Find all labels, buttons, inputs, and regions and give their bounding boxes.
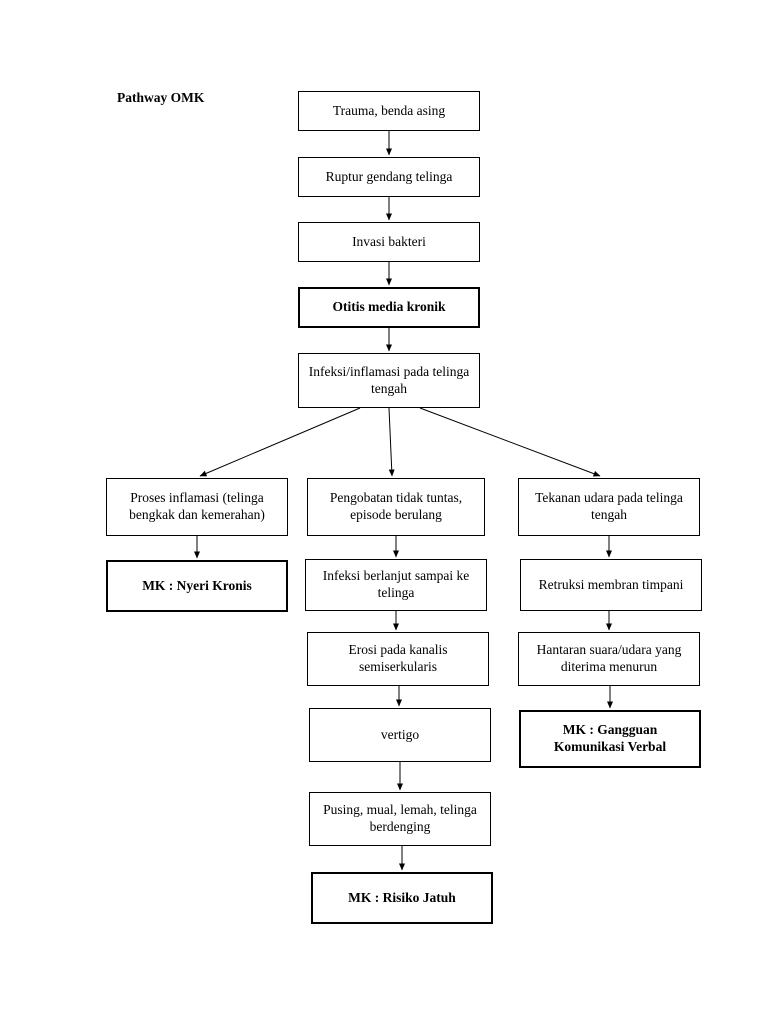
flow-node-n7: MK : Nyeri Kronis — [106, 560, 288, 612]
flow-node-label: Infeksi/inflamasi pada telinga tengah — [308, 363, 470, 396]
flow-node-label: Trauma, benda asing — [332, 102, 446, 118]
flow-node-label: vertigo — [380, 726, 420, 742]
flow-node-n11: vertigo — [309, 708, 491, 762]
flow-node-n5: Infeksi/inflamasi pada telinga tengah — [298, 353, 480, 408]
connector-n5-to-n8 — [388, 407, 395, 477]
flow-node-label: Otitis media kronik — [332, 299, 446, 315]
page-title: Pathway OMK — [117, 90, 205, 105]
flow-node-n15: Retruksi membran timpani — [520, 559, 702, 611]
flow-node-n9: Infeksi berlanjut sampai ke telinga — [305, 559, 487, 611]
flow-node-label: Hantaran suara/udara yang diterima menur… — [536, 642, 682, 674]
flow-node-n12: Pusing, mual, lemah, telinga berdenging — [309, 792, 491, 846]
connector-n5-to-n6 — [199, 407, 361, 477]
flow-node-n13: MK : Risiko Jatuh — [311, 872, 493, 924]
flow-node-label: MK : Gangguan Komunikasi Verbal — [553, 722, 667, 754]
flow-node-label: Erosi pada kanalis semiserkularis — [348, 642, 448, 674]
connector-n5-to-n14 — [419, 407, 601, 477]
flow-node-n1: Trauma, benda asing — [298, 91, 480, 131]
flow-node-label: Pusing, mual, lemah, telinga berdenging — [323, 802, 477, 834]
flow-node-label: Infeksi berlanjut sampai ke telinga — [322, 568, 470, 600]
flow-node-n4: Otitis media kronik — [298, 287, 480, 328]
flow-node-label: Pengobatan tidak tuntas, episode berulan… — [329, 490, 463, 522]
flow-node-n8: Pengobatan tidak tuntas, episode berulan… — [307, 478, 485, 536]
flow-node-label: Tekanan udara pada telinga tengah — [535, 490, 683, 522]
flow-node-n17: MK : Gangguan Komunikasi Verbal — [519, 710, 701, 768]
flow-node-n6: Proses inflamasi (telinga bengkak dan ke… — [106, 478, 288, 536]
flow-node-label: Ruptur gendang telinga — [325, 168, 453, 184]
flow-node-n16: Hantaran suara/udara yang diterima menur… — [518, 632, 700, 686]
flow-node-n2: Ruptur gendang telinga — [298, 157, 480, 197]
flow-node-label: Retruksi membran timpani — [538, 576, 684, 592]
flow-node-label: Proses inflamasi (telinga bengkak dan ke… — [129, 490, 265, 522]
flow-node-n14: Tekanan udara pada telinga tengah — [518, 478, 700, 536]
flow-node-n10: Erosi pada kanalis semiserkularis — [307, 632, 489, 686]
flow-node-label: MK : Risiko Jatuh — [348, 889, 456, 905]
flow-node-n3: Invasi bakteri — [298, 222, 480, 262]
flow-node-label: MK : Nyeri Kronis — [142, 577, 252, 593]
flow-node-label: Invasi bakteri — [352, 233, 426, 249]
